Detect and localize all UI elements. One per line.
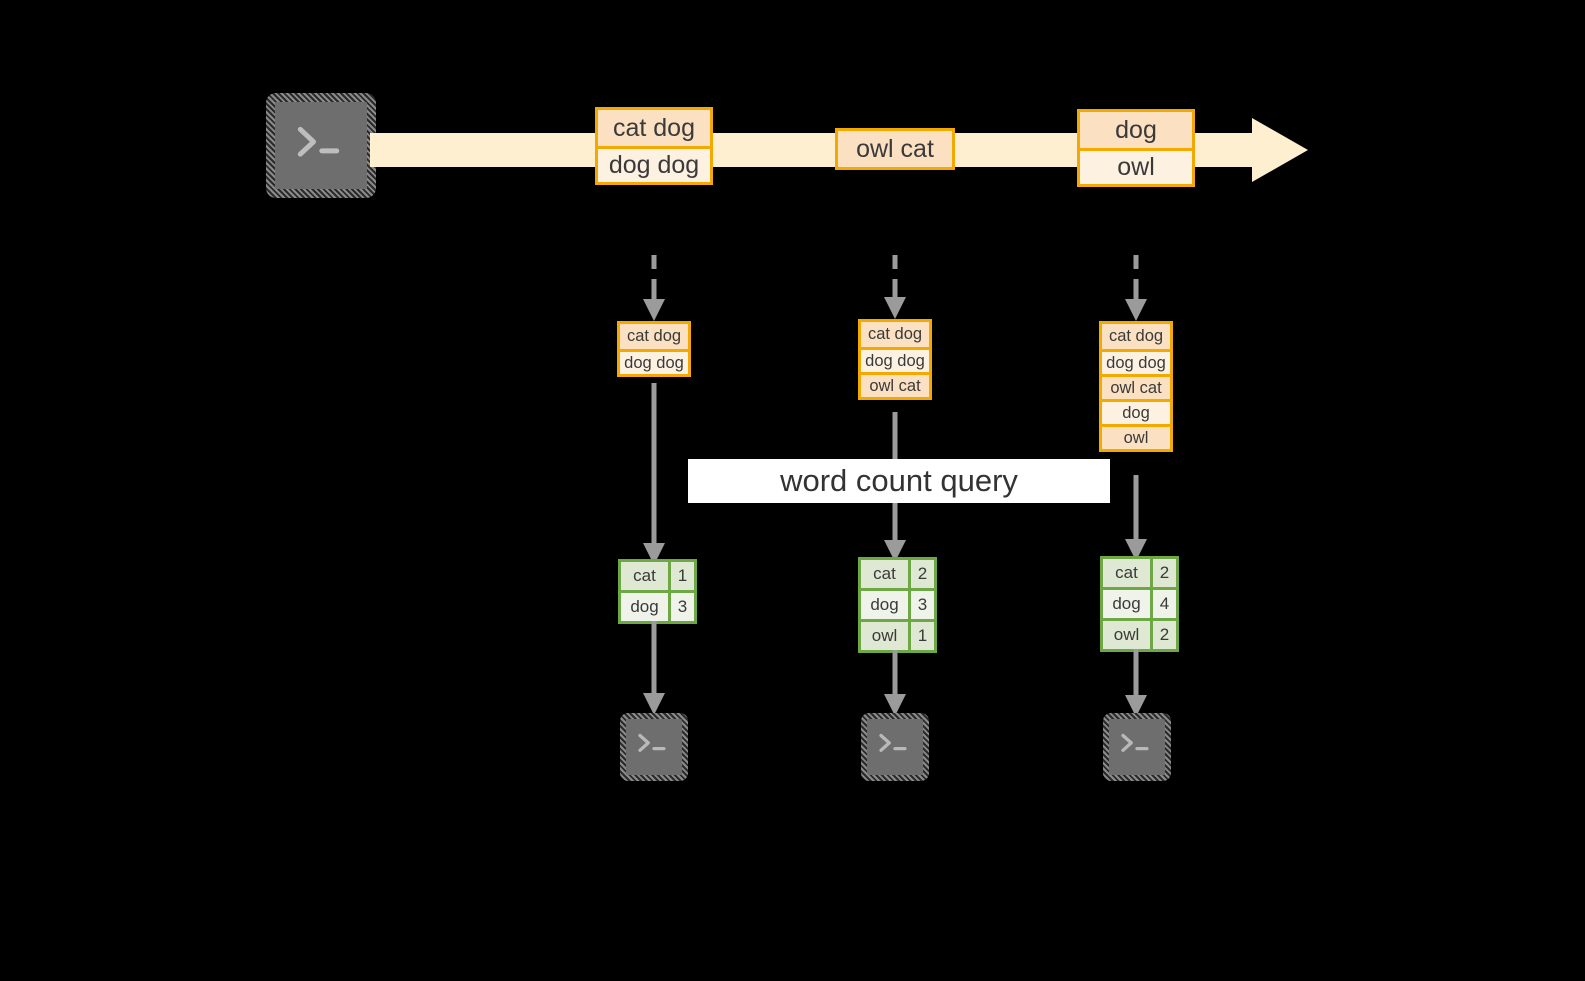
table-row: owl 2 <box>1103 618 1176 649</box>
word-cell: owl <box>861 622 908 650</box>
terminal-icon-sink-3[interactable] <box>1103 713 1171 781</box>
terminal-prompt-icon <box>1109 719 1165 775</box>
word-cell: dog <box>861 591 908 619</box>
stack-line: cat dog <box>620 324 688 349</box>
down-arrow-icon-sink-2 <box>881 650 909 718</box>
stack-line: dog <box>1102 399 1170 424</box>
count-cell: 3 <box>668 593 694 621</box>
accumulated-stack-1[interactable]: cat dog dog dog <box>617 321 691 377</box>
count-cell: 3 <box>908 591 934 619</box>
table-row: cat 1 <box>621 562 694 590</box>
stream-event-line: owl <box>1080 148 1192 184</box>
accumulated-stack-3[interactable]: cat dog dog dog owl cat dog owl <box>1099 321 1173 452</box>
stream-event-2[interactable]: owl cat <box>835 128 955 170</box>
terminal-icon-sink-1[interactable] <box>620 713 688 781</box>
result-table-2[interactable]: cat 2 dog 3 owl 1 <box>858 557 937 653</box>
dashed-down-arrow-icon-1 <box>640 255 668 323</box>
dashed-down-arrow-icon-3 <box>1122 255 1150 323</box>
terminal-icon-sink-2[interactable] <box>861 713 929 781</box>
count-cell: 2 <box>1150 559 1176 587</box>
stack-line: owl cat <box>1102 374 1170 399</box>
count-cell: 1 <box>908 622 934 650</box>
stream-event-1[interactable]: cat dog dog dog <box>595 107 713 185</box>
word-cell: owl <box>1103 621 1150 649</box>
stack-line: cat dog <box>1102 324 1170 349</box>
stack-line: cat dog <box>861 322 929 347</box>
count-cell: 4 <box>1150 590 1176 618</box>
table-row: owl 1 <box>861 619 934 650</box>
down-arrow-icon-sink-3 <box>1122 649 1150 719</box>
stream-event-line: cat dog <box>598 110 710 146</box>
count-cell: 1 <box>668 562 694 590</box>
table-row: dog 3 <box>621 590 694 621</box>
word-cell: cat <box>861 560 908 588</box>
down-arrow-icon-query-3 <box>1122 475 1150 563</box>
count-cell: 2 <box>908 560 934 588</box>
accumulated-stack-2[interactable]: cat dog dog dog owl cat <box>858 319 932 400</box>
result-table-3[interactable]: cat 2 dog 4 owl 2 <box>1100 556 1179 652</box>
word-cell: dog <box>1103 590 1150 618</box>
stack-line: owl <box>1102 424 1170 449</box>
stream-event-line: owl cat <box>838 131 952 167</box>
stream-event-line: dog <box>1080 112 1192 148</box>
down-arrow-icon-query-1 <box>640 383 668 567</box>
terminal-prompt-icon <box>275 102 367 189</box>
terminal-prompt-icon <box>867 719 923 775</box>
stream-event-line: dog dog <box>598 146 710 182</box>
stack-line: owl cat <box>861 372 929 397</box>
table-row: dog 4 <box>1103 587 1176 618</box>
table-row: dog 3 <box>861 588 934 619</box>
word-cell: dog <box>621 593 668 621</box>
query-label: word count query <box>688 459 1110 503</box>
count-cell: 2 <box>1150 621 1176 649</box>
stream-event-3[interactable]: dog owl <box>1077 109 1195 187</box>
dashed-down-arrow-icon-2 <box>881 255 909 321</box>
table-row: cat 2 <box>861 560 934 588</box>
stack-line: dog dog <box>1102 349 1170 374</box>
query-label-text: word count query <box>780 463 1018 498</box>
stack-line: dog dog <box>861 347 929 372</box>
terminal-prompt-icon <box>626 719 682 775</box>
table-row: cat 2 <box>1103 559 1176 587</box>
result-table-1[interactable]: cat 1 dog 3 <box>618 559 697 624</box>
down-arrow-icon-sink-1 <box>640 621 668 717</box>
word-cell: cat <box>621 562 668 590</box>
terminal-icon-source[interactable] <box>266 93 376 198</box>
stack-line: dog dog <box>620 349 688 374</box>
word-cell: cat <box>1103 559 1150 587</box>
